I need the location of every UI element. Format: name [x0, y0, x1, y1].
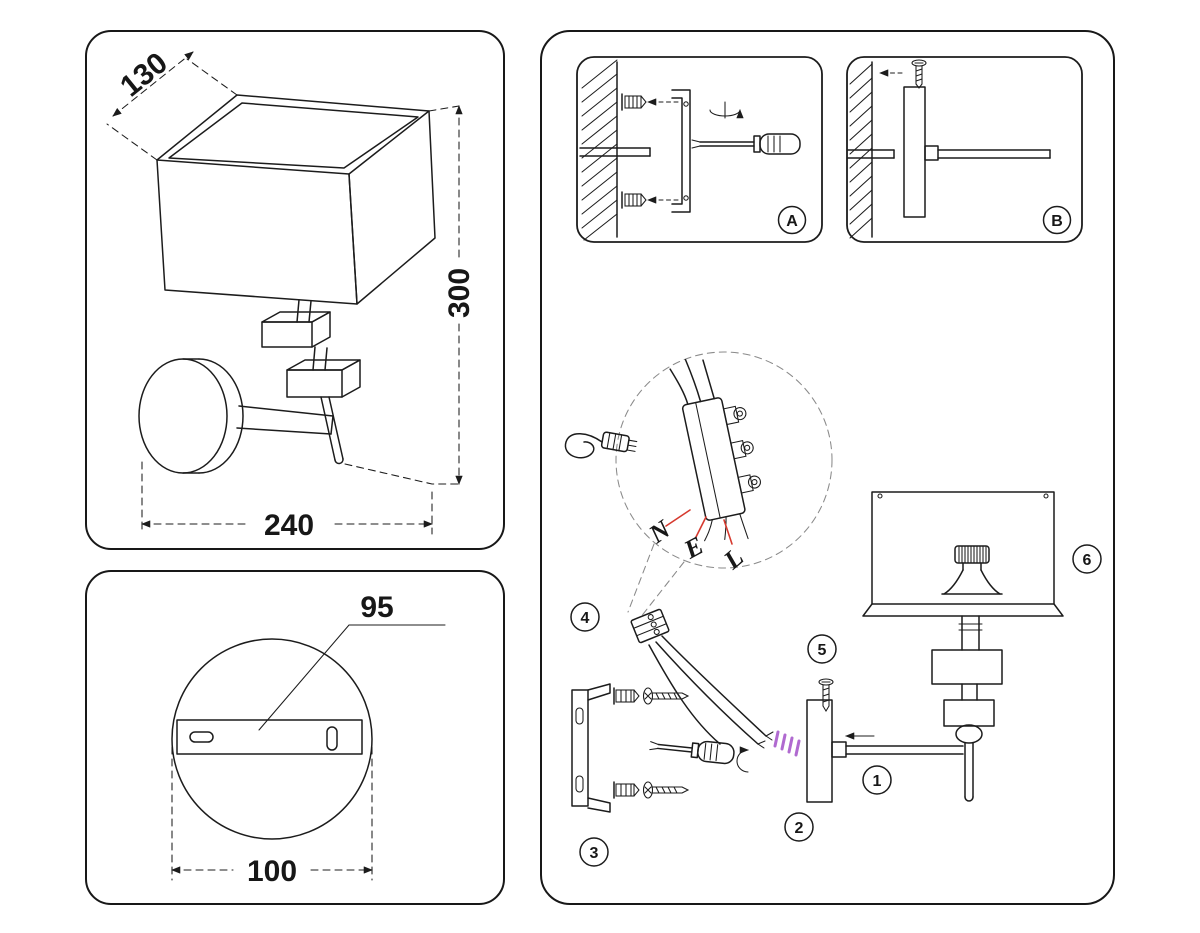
step-b-badge: B	[1042, 205, 1072, 235]
height-value: 300	[443, 268, 476, 318]
part-5-label: 5	[818, 642, 827, 659]
part-1-badge: 1	[862, 765, 892, 795]
mounting-screw	[642, 687, 690, 705]
wire-letter-live: L	[718, 542, 750, 575]
part-2-label: 2	[795, 820, 804, 837]
step-b-label: B	[1051, 213, 1063, 230]
wire-end-sleeves	[773, 730, 801, 757]
lamp-shade	[156, 94, 436, 305]
torque-symbol	[709, 101, 744, 119]
wall-ledge-b	[847, 149, 895, 159]
part-2-badge: 2	[784, 812, 814, 842]
part-4-wires: 4	[570, 602, 801, 773]
plate-view-drawing: 95 100	[171, 591, 446, 888]
twist-arrow	[736, 746, 749, 773]
step-a-label: A	[786, 213, 798, 230]
wall-anchor	[621, 191, 679, 209]
wire-letter-earth: E	[678, 531, 708, 565]
panel-plate-dimensions: 95 100	[85, 570, 505, 905]
depth-value: 130	[114, 46, 174, 103]
part-4-badge: 4	[570, 602, 600, 632]
part-2-plate: 2	[784, 699, 847, 842]
mounting-screw	[642, 781, 690, 799]
lamp-holder	[941, 545, 1003, 595]
wall-mount-disc	[138, 358, 334, 474]
diameter-value: 100	[247, 855, 297, 888]
screwdriver	[691, 133, 801, 155]
step-b-inset: B	[846, 56, 1083, 243]
wall-hatch-a	[581, 59, 618, 241]
dimension-hole-spacing: 95	[258, 591, 446, 731]
part-3-badge: 3	[579, 837, 609, 867]
front-view-drawing: 130 300 240	[106, 46, 476, 542]
dimension-width: 240	[141, 461, 433, 542]
plate-slot-horizontal	[189, 731, 214, 743]
panel-installation: A	[540, 30, 1115, 905]
wall-ledge-a	[579, 147, 651, 157]
wall-anchor	[621, 93, 679, 111]
panel-front-dimensions: 130 300 240	[85, 30, 505, 550]
part-4-label: 4	[581, 610, 590, 627]
part-5-screw: 5	[807, 634, 837, 713]
plate-slot-vertical	[326, 726, 338, 751]
part-1-arm: 1	[845, 732, 964, 795]
part-6-badge: 6	[1072, 544, 1102, 574]
supply-cable	[564, 431, 638, 459]
part-1-label: 1	[873, 773, 882, 790]
mounted-plate-b	[903, 86, 1051, 218]
terminal-block	[669, 358, 761, 542]
bracket-profile-a	[671, 89, 691, 213]
lamp-stem	[261, 299, 361, 465]
wiring-detail-bubble: N E L	[564, 351, 833, 619]
width-value: 240	[264, 509, 314, 542]
dimension-depth: 130	[106, 46, 238, 161]
part-3-bracket: 3	[571, 683, 735, 867]
wall-anchor	[613, 781, 640, 799]
wire-letter-neutral: N	[643, 514, 677, 550]
part-3-label: 3	[590, 845, 599, 862]
step-a-badge: A	[777, 205, 807, 235]
screw-above-plate	[911, 59, 927, 89]
wall-plate	[171, 638, 373, 840]
step-a-inset: A	[576, 56, 823, 243]
dimension-diameter: 100	[171, 746, 373, 888]
installation-drawing: A	[564, 56, 1102, 867]
wire-leader-lines	[665, 509, 733, 545]
dimension-height: 300	[344, 105, 476, 485]
lamp-stem-parts	[931, 615, 1003, 802]
part-6-lamp: 6	[862, 491, 1102, 802]
hole-spacing-value: 95	[360, 591, 393, 624]
part-6-label: 6	[1083, 552, 1092, 569]
wall-anchor	[613, 687, 640, 705]
part-5-badge: 5	[807, 634, 837, 664]
screwdriver	[649, 740, 735, 765]
